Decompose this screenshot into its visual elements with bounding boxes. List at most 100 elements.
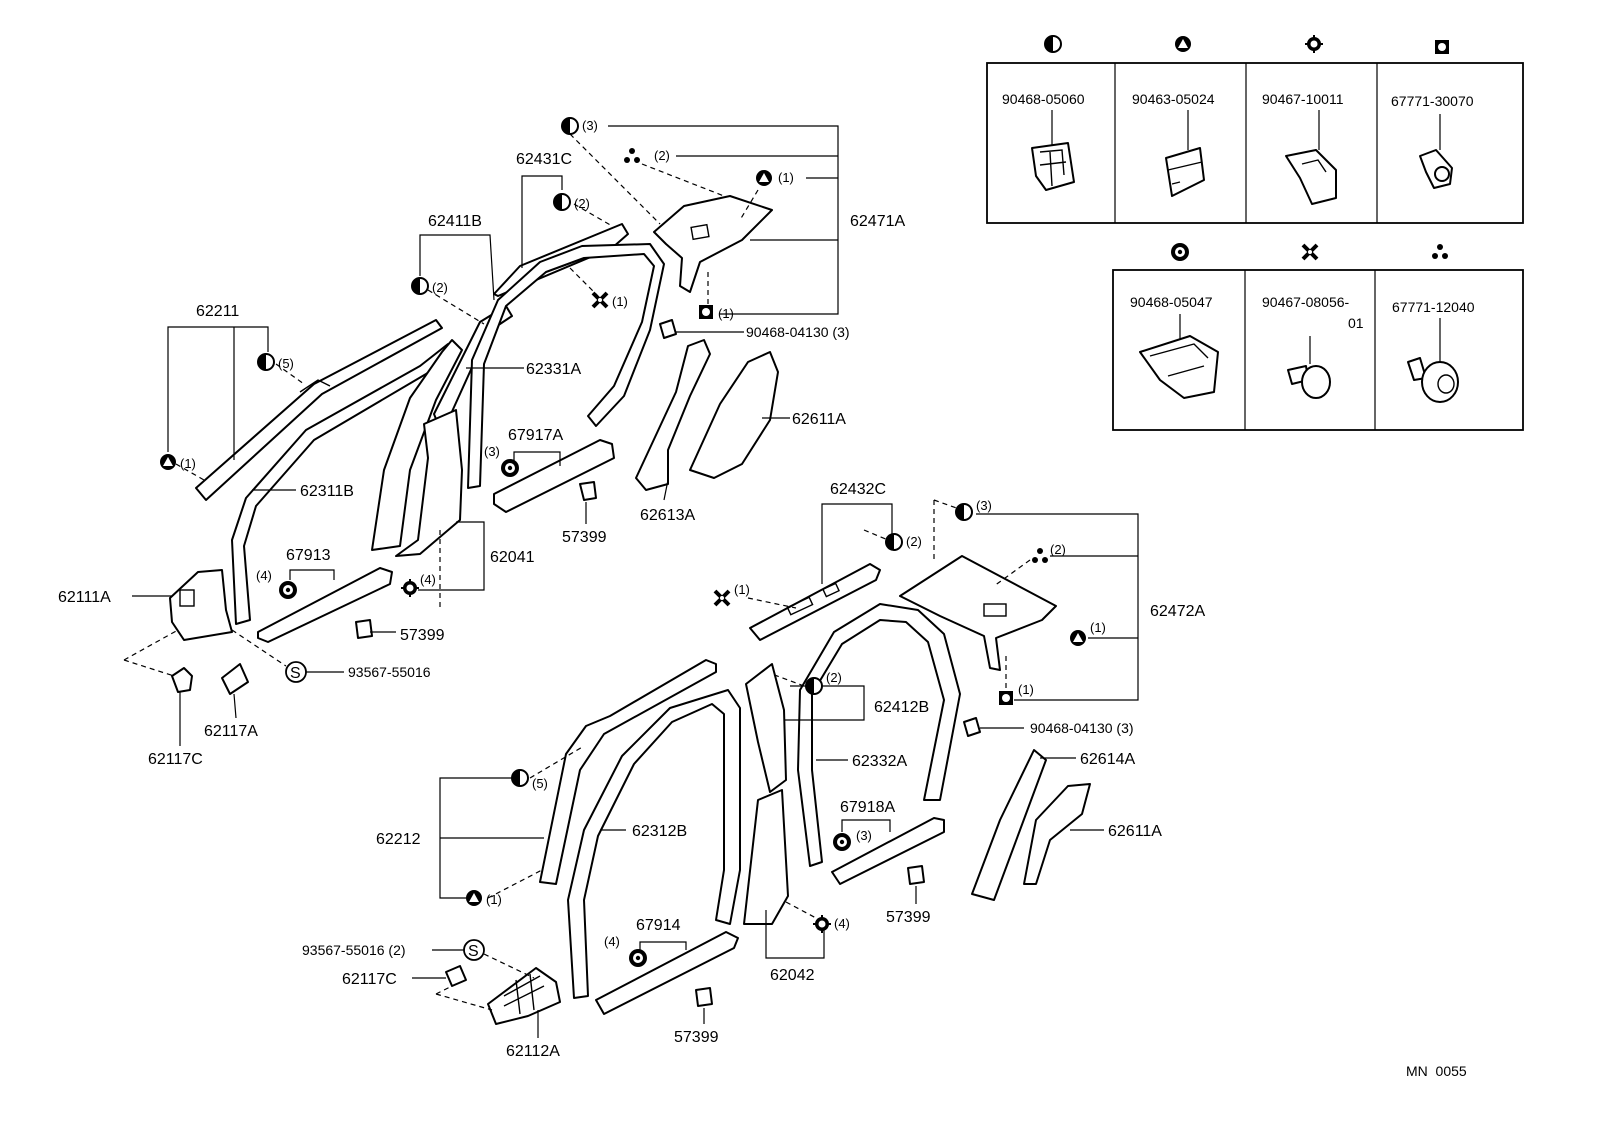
star-circle-icon [1304,34,1324,54]
callout-93567-55016-a: 93567-55016 [348,664,431,680]
star-circle-icon [400,578,420,598]
qty: (2) [574,196,590,211]
center-pillar-lower-62041 [395,409,463,557]
front-pillar-garnish-62211 [195,319,443,501]
qty: (2) [906,534,922,549]
qty: (3) [856,828,872,843]
three-dot-icon [1432,244,1448,259]
target-circle-icon [629,949,647,967]
callout-62611A-b: 62611A [1108,823,1162,840]
fastener-legend: 90468-05060 90463-05024 90467-10011 6777… [986,34,1524,431]
qty: (4) [604,934,620,949]
callout-90468-04130-b: 90468-04130 (3) [1030,720,1134,736]
qty: (1) [612,294,628,309]
callout-62471A: 62471A [850,213,905,230]
target-circle-icon [1171,243,1189,261]
qty: (3) [582,118,598,133]
clip-illustration-3 [1285,110,1337,205]
center-pillar-upper-62412B [745,663,787,793]
qty: (3) [484,444,500,459]
three-dot-icon [1032,548,1048,563]
target-circle-icon [833,833,851,851]
legend-part-1: 90468-05060 [1002,91,1085,107]
callout-62472A: 62472A [1150,603,1205,620]
callout-62111A: 62111A [58,589,111,606]
callout-62611A-a: 62611A [792,411,846,428]
door-opening-trim-62312B [567,689,741,999]
callout-62431C: 62431C [516,151,572,168]
callout-67917A: 67917A [508,427,563,444]
clip-90468-04130-a [659,319,677,339]
qty: (1) [1090,620,1106,635]
quantity-marks: (3) (2) (1) (2) (1) (1) (2) (5) (1) (3) … [180,118,1106,949]
triangle-icon [466,890,482,906]
quarter-lower-trim-62613A [635,339,711,491]
wheelhouse-trim-62611A-b [1023,783,1091,885]
cross-icon [713,589,731,607]
callout-62412B: 62412B [874,699,929,716]
cover-62117A [221,663,249,695]
square-circle-icon [1435,40,1449,54]
callout-62212: 62212 [376,831,421,848]
cross-icon [591,291,609,309]
quarter-lower-trim-62614A [971,749,1047,901]
legend-part-7: 67771-12040 [1392,299,1475,315]
triangle-icon [1175,36,1191,52]
callout-62042: 62042 [770,967,815,984]
clip-62117C [171,667,193,693]
clip-illustration-4 [1419,114,1453,189]
qty: (4) [256,568,272,583]
callout-62312B: 62312B [632,823,687,840]
center-pillar-upper-62411B [371,339,463,551]
lower-assembly [445,555,1091,1025]
half-circle-icon [561,117,579,135]
clip-57399-d [695,987,713,1007]
callout-62311B: 62311B [300,483,354,500]
scuff-plate-67913 [257,567,393,643]
cowl-side-trim-62111A [169,569,233,641]
callout-57399-a: 57399 [562,529,607,546]
qty: (2) [432,280,448,295]
clip-illustration-7 [1407,318,1459,403]
callout-57399-d: 57399 [674,1029,719,1046]
star-circle-icon [812,914,832,934]
clip-57399-c [907,865,925,885]
half-circle-icon [805,677,823,695]
qty: (4) [834,916,850,931]
legend-part-5: 90468-05047 [1130,294,1213,310]
callout-62211: 62211 [196,303,239,320]
clip-illustration-1 [1031,110,1075,191]
qty: (1) [778,170,794,185]
clip-illustration-2 [1165,110,1205,197]
legend-row-1 [986,62,1524,224]
quarter-trim-62471A [653,195,773,293]
legend-part-2: 90463-05024 [1132,91,1215,107]
callout-90468-04130-a: 90468-04130 (3) [746,324,850,340]
half-circle-icon [411,277,429,295]
callout-62117A: 62117A [204,723,258,740]
callout-93567-55016-b: 93567-55016 (2) [302,942,406,958]
half-circle-icon [955,503,973,521]
callout-57399-b: 57399 [400,627,445,644]
quarter-trim-62472A [899,555,1057,671]
callout-62112A: 62112A [506,1043,560,1060]
wheelhouse-trim-62611A [689,351,779,479]
callout-62117C-b: 62117C [342,971,397,988]
callout-67918A: 67918A [840,799,895,816]
callout-67913: 67913 [286,547,331,564]
clip-illustration-5 [1139,314,1219,399]
callout-62613A: 62613A [640,507,695,524]
half-circle-icon [885,533,903,551]
callout-62041: 62041 [490,549,535,566]
clip-62117C-b [445,965,467,987]
callout-62614A: 62614A [1080,751,1135,768]
center-pillar-lower-62042 [743,789,789,925]
half-circle-icon [553,193,571,211]
qty: (5) [278,356,294,371]
callout-57399-c: 57399 [886,909,931,926]
cross-icon [1301,243,1319,261]
scuff-plate-67917A [493,439,615,513]
callout-labels: 62211 62311B 62411B 62431C 62331A 62471A… [58,151,1467,1079]
target-circle-icon [501,459,519,477]
qty: (4) [420,572,436,587]
